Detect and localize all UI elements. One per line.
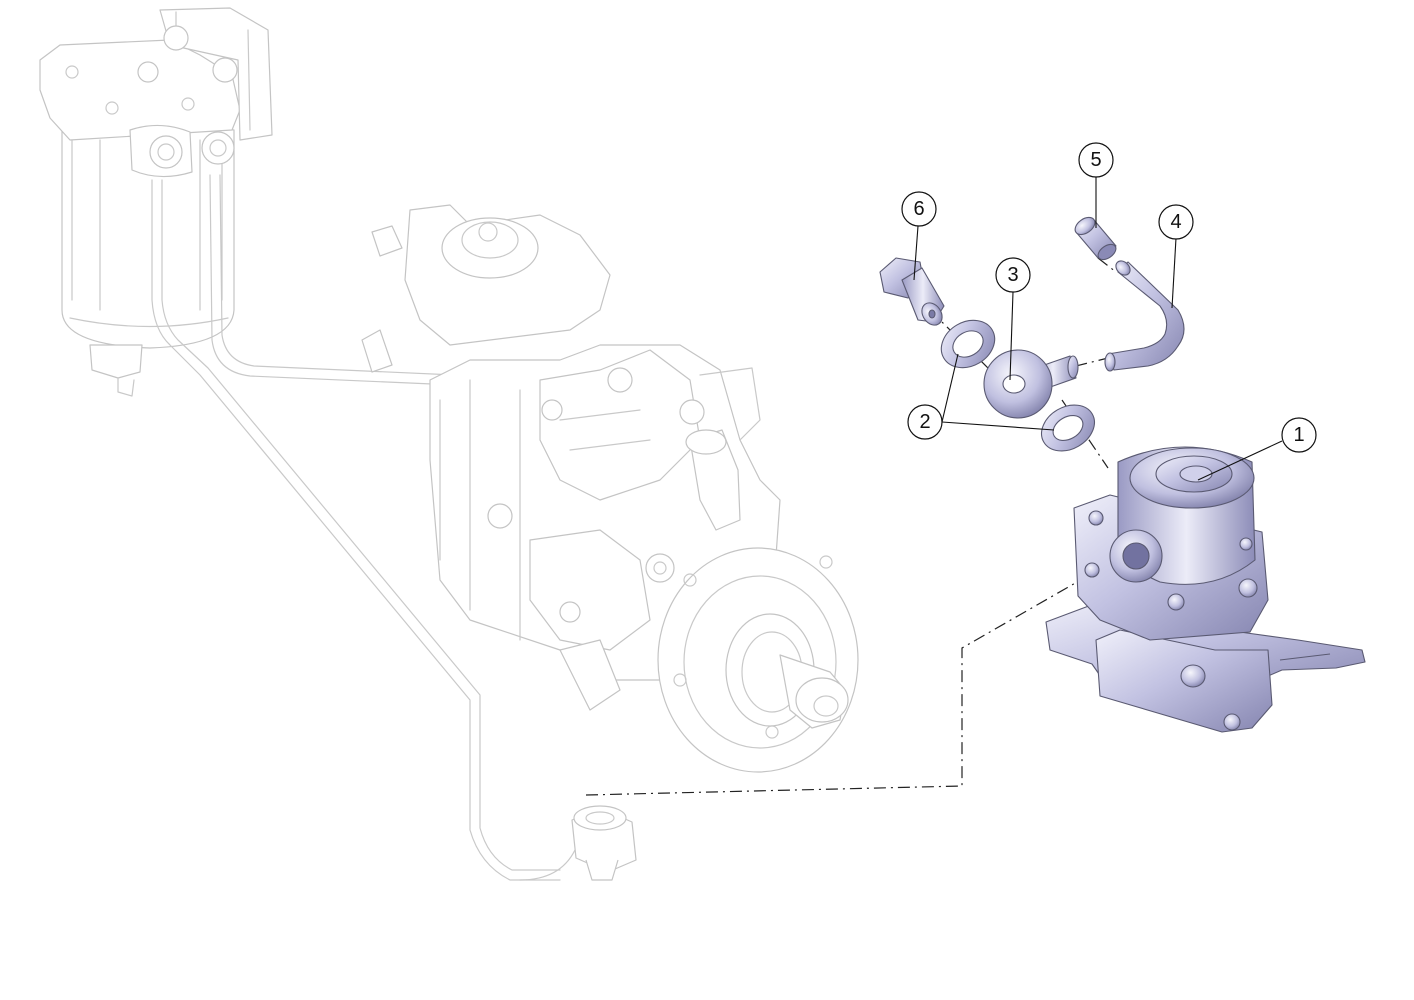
fuel-filter-ghost: [39, 7, 273, 397]
svg-text:2: 2: [919, 411, 930, 433]
svg-text:4: 4: [1170, 211, 1181, 233]
hose-sleeve: [1074, 216, 1117, 261]
callout-2: 2: [907, 404, 943, 440]
sealing-washer-lower: [1041, 404, 1095, 452]
svg-text:6: 6: [913, 198, 924, 220]
svg-text:5: 5: [1090, 149, 1101, 171]
sealing-washer-upper: [940, 319, 996, 369]
svg-text:1: 1: [1293, 424, 1304, 446]
callout-3: 3: [995, 257, 1031, 293]
leader-lines: [913, 177, 1283, 481]
fuel-pipes-ghost: [151, 174, 581, 881]
injection-pump-ghost: [361, 204, 859, 773]
banjo-fitting: [983, 349, 1079, 419]
svg-text:3: 3: [1007, 264, 1018, 286]
fuel-hose: [1104, 260, 1185, 372]
callout-1: 1: [1281, 417, 1317, 453]
callout-4: 4: [1158, 204, 1194, 240]
banjo-bolt: [879, 257, 945, 326]
pipe-fitting-ghost: [571, 805, 637, 881]
callout-5: 5: [1078, 142, 1114, 178]
callout-6: 6: [901, 191, 937, 227]
fuel-lift-pump: [1045, 446, 1366, 733]
